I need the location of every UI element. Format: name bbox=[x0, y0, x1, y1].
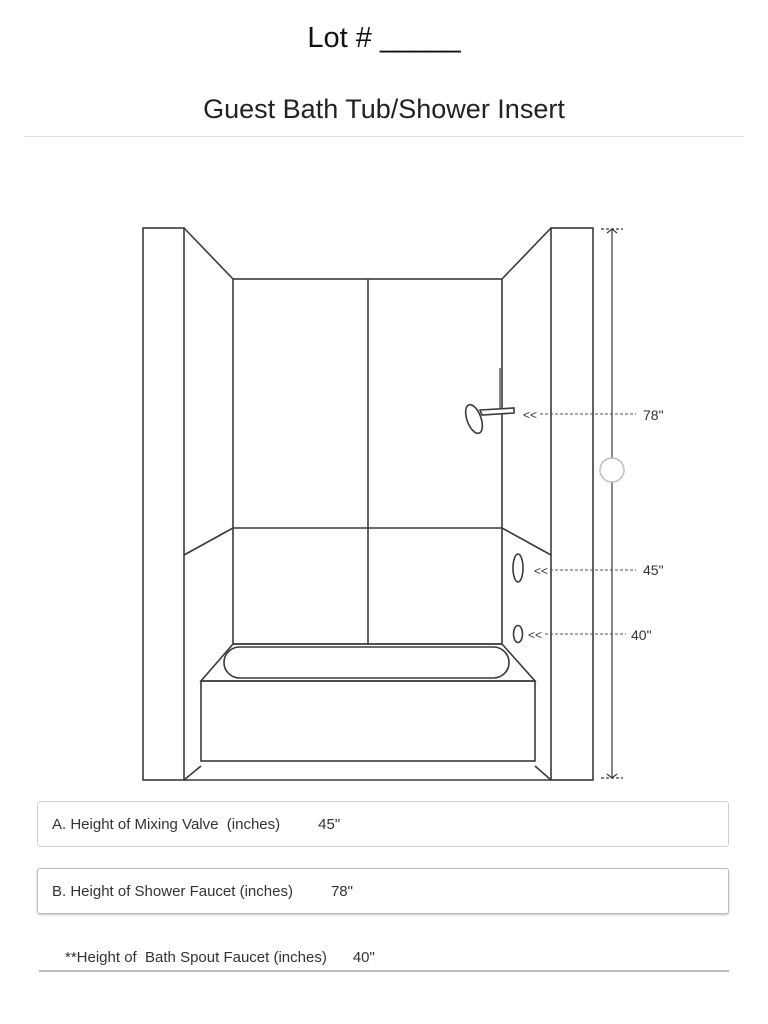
shower-callout-arrow: << bbox=[523, 408, 537, 422]
valve-callout-arrow: << bbox=[534, 564, 548, 578]
shower-faucet-field[interactable]: B. Height of Shower Faucet (inches) 78" bbox=[37, 868, 729, 914]
dimension-handle-icon bbox=[599, 457, 625, 483]
mixing-valve-label: A. Height of Mixing Valve (inches) bbox=[52, 815, 281, 833]
valve-callout-label: 45" bbox=[643, 562, 664, 578]
title-divider bbox=[24, 136, 744, 137]
bath-spout-underline bbox=[39, 970, 729, 972]
tub-rim bbox=[199, 643, 537, 682]
shower-faucet-value: 78" bbox=[330, 882, 353, 900]
right-wall-mid-edge bbox=[501, 527, 552, 556]
dimension-bottom-arrow bbox=[606, 773, 618, 779]
tub-basin bbox=[223, 646, 510, 679]
right-wall-post bbox=[550, 227, 594, 781]
tub-shower-diagram: << 78" << 45" << 40" bbox=[142, 227, 664, 781]
shower-callout-label: 78" bbox=[643, 407, 664, 423]
mixing-valve-value: 45" bbox=[318, 815, 341, 833]
left-wall-mid-edge bbox=[183, 527, 234, 556]
left-wall-bottom-edge bbox=[183, 765, 202, 781]
dimension-top-arrow bbox=[606, 228, 618, 234]
right-wall-bottom-edge bbox=[534, 765, 552, 781]
shower-faucet-label: B. Height of Shower Faucet (inches) bbox=[52, 882, 293, 900]
right-wall-top-edge bbox=[501, 227, 552, 280]
mixing-valve-icon bbox=[512, 553, 524, 583]
shower-head-icon bbox=[464, 403, 484, 435]
shower-arm-icon bbox=[478, 407, 515, 416]
page-title: Guest Bath Tub/Shower Insert bbox=[203, 94, 565, 124]
bath-spout-label: **Height of Bath Spout Faucet (inches) bbox=[65, 949, 327, 966]
left-wall-top-edge bbox=[183, 227, 234, 280]
spout-callout-label: 40" bbox=[631, 627, 652, 643]
bath-spout-value: 40" bbox=[352, 949, 375, 966]
tub-apron bbox=[200, 680, 536, 762]
bath-spout-note: **Height of Bath Spout Faucet (inches) 40… bbox=[65, 949, 375, 966]
bath-spout-icon bbox=[512, 624, 524, 644]
mixing-valve-field[interactable]: A. Height of Mixing Valve (inches) 45" bbox=[37, 801, 729, 847]
lot-number: Lot # _____ bbox=[307, 22, 461, 54]
spout-callout-arrow: << bbox=[528, 628, 542, 642]
left-wall-post bbox=[142, 227, 185, 781]
